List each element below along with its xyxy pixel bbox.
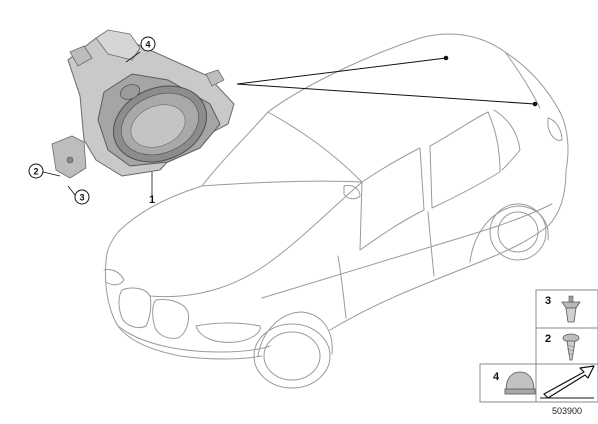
speaker-bracket-hole bbox=[66, 156, 74, 164]
car-door-line-rear bbox=[427, 211, 435, 277]
expanding-rivet-icon bbox=[561, 295, 581, 323]
nut-dome bbox=[505, 371, 535, 391]
car-outline bbox=[103, 33, 569, 389]
arrow-outline bbox=[543, 365, 595, 399]
car-side-window-front bbox=[359, 147, 425, 251]
leader-part-3 bbox=[67, 185, 76, 196]
car-front-wheel bbox=[253, 323, 331, 389]
part-1-label: 1 bbox=[149, 194, 155, 206]
callout-leaders bbox=[42, 51, 153, 196]
callout-number: 2 bbox=[33, 167, 38, 177]
leader-part-4 bbox=[125, 51, 141, 63]
car-windshield bbox=[201, 111, 363, 187]
car-rear-wheel bbox=[489, 203, 547, 261]
callout-4-top: 4 bbox=[140, 36, 156, 52]
car-headlight-right bbox=[195, 322, 261, 343]
screw-icon bbox=[562, 333, 580, 361]
callout-2-left: 2 bbox=[28, 163, 44, 179]
leader-line-roof bbox=[236, 57, 447, 85]
speaker-tweeter bbox=[119, 84, 141, 100]
speaker-cone-inner bbox=[130, 104, 186, 148]
leader-line-rear bbox=[236, 83, 536, 105]
rivet-pin bbox=[568, 295, 574, 303]
diagram-id: 503900 bbox=[552, 406, 582, 416]
car-mirror bbox=[343, 185, 361, 200]
install-position-leaders bbox=[236, 55, 538, 107]
direction-arrow-icon bbox=[540, 365, 595, 399]
screw-thread bbox=[566, 344, 576, 356]
car-front-face bbox=[105, 261, 263, 360]
nut-base bbox=[504, 388, 536, 395]
car-hood-crease bbox=[149, 181, 363, 298]
car-side-crease bbox=[261, 203, 553, 299]
callout-number: 4 bbox=[145, 40, 150, 50]
car-front-wheel-rim bbox=[263, 331, 321, 381]
car-roof-line bbox=[267, 33, 569, 171]
speaker-top-tab bbox=[69, 45, 93, 67]
legend-number-2: 2 bbox=[545, 333, 551, 345]
callout-circle bbox=[28, 163, 44, 179]
car-grille-left bbox=[118, 287, 152, 329]
car-hood bbox=[105, 185, 203, 263]
car-rear-wheel-rim bbox=[497, 211, 539, 253]
car-headlight-left bbox=[103, 269, 125, 286]
car-side-lower bbox=[329, 169, 567, 331]
speaker-top-mount bbox=[95, 29, 141, 61]
car-rear-arch bbox=[469, 205, 549, 263]
car-grille-right bbox=[152, 299, 189, 339]
install-point-rear bbox=[532, 101, 538, 107]
legend-number-3: 3 bbox=[545, 295, 551, 307]
car-rear-spoiler bbox=[504, 51, 541, 109]
callout-number: 3 bbox=[79, 193, 84, 203]
speaker-right-tab bbox=[205, 69, 225, 87]
leader-part-2 bbox=[42, 171, 61, 177]
car-c-pillar bbox=[493, 109, 521, 171]
fastener-legend: 3 2 4 bbox=[479, 289, 598, 403]
callout-3-left: 3 bbox=[74, 189, 90, 205]
callout-circle bbox=[140, 36, 156, 52]
rivet-body bbox=[565, 307, 577, 323]
callout-circle bbox=[74, 189, 90, 205]
rubber-nut-icon bbox=[504, 371, 536, 395]
speaker-icon bbox=[51, 29, 235, 179]
car-side-window-rear bbox=[429, 111, 501, 209]
legend-number-4: 4 bbox=[493, 371, 500, 383]
install-point-roof bbox=[443, 55, 449, 61]
car-door-line-front bbox=[337, 255, 347, 319]
car-tail-light bbox=[547, 117, 563, 141]
car-front-arch bbox=[257, 311, 333, 357]
